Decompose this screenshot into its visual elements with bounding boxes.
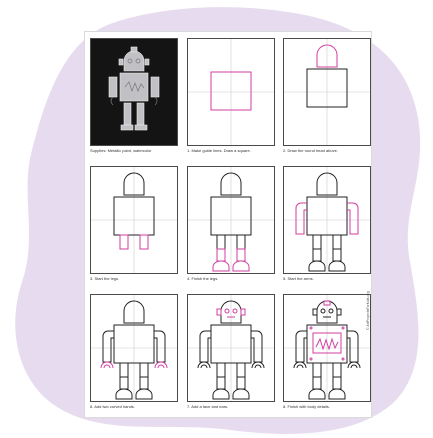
step-1-caption: 1. Make guide lines. Draw a square. <box>187 148 251 153</box>
step-2-drawing <box>284 39 370 145</box>
step-4-panel <box>187 166 275 274</box>
step-1-drawing <box>188 39 274 145</box>
step-3-panel <box>90 166 178 274</box>
step-1-panel <box>187 38 275 146</box>
step-2-caption: 2. Draw the round head above. <box>283 148 338 153</box>
step-5-drawing <box>284 167 370 273</box>
step-8-drawing <box>284 295 370 401</box>
step-3-caption: 3. Start the legs. <box>90 276 120 281</box>
step-8-panel <box>283 294 371 402</box>
step-6-panel <box>90 294 178 402</box>
step-7-drawing <box>188 295 274 401</box>
credit-text: © ArtProjectsForKids.org <box>366 291 370 330</box>
step-4-drawing <box>188 167 274 273</box>
step-6-caption: 6. Add two curved hands. <box>90 404 135 409</box>
step-7-panel <box>187 294 275 402</box>
photo-caption: Supplies: Metallic paint, watercolor <box>90 148 152 153</box>
step-6-drawing <box>91 295 177 401</box>
step-5-caption: 5. Start the arms. <box>283 276 314 281</box>
robot-painting <box>91 39 177 145</box>
step-4-caption: 4. Finish the legs. <box>187 276 219 281</box>
photo-panel <box>90 38 178 146</box>
step-3-drawing <box>91 167 177 273</box>
step-8-caption: 8. Finish with body details. <box>283 404 330 409</box>
step-7-caption: 7. Add a face and ears. <box>187 404 229 409</box>
step-5-panel <box>283 166 371 274</box>
step-2-panel <box>283 38 371 146</box>
